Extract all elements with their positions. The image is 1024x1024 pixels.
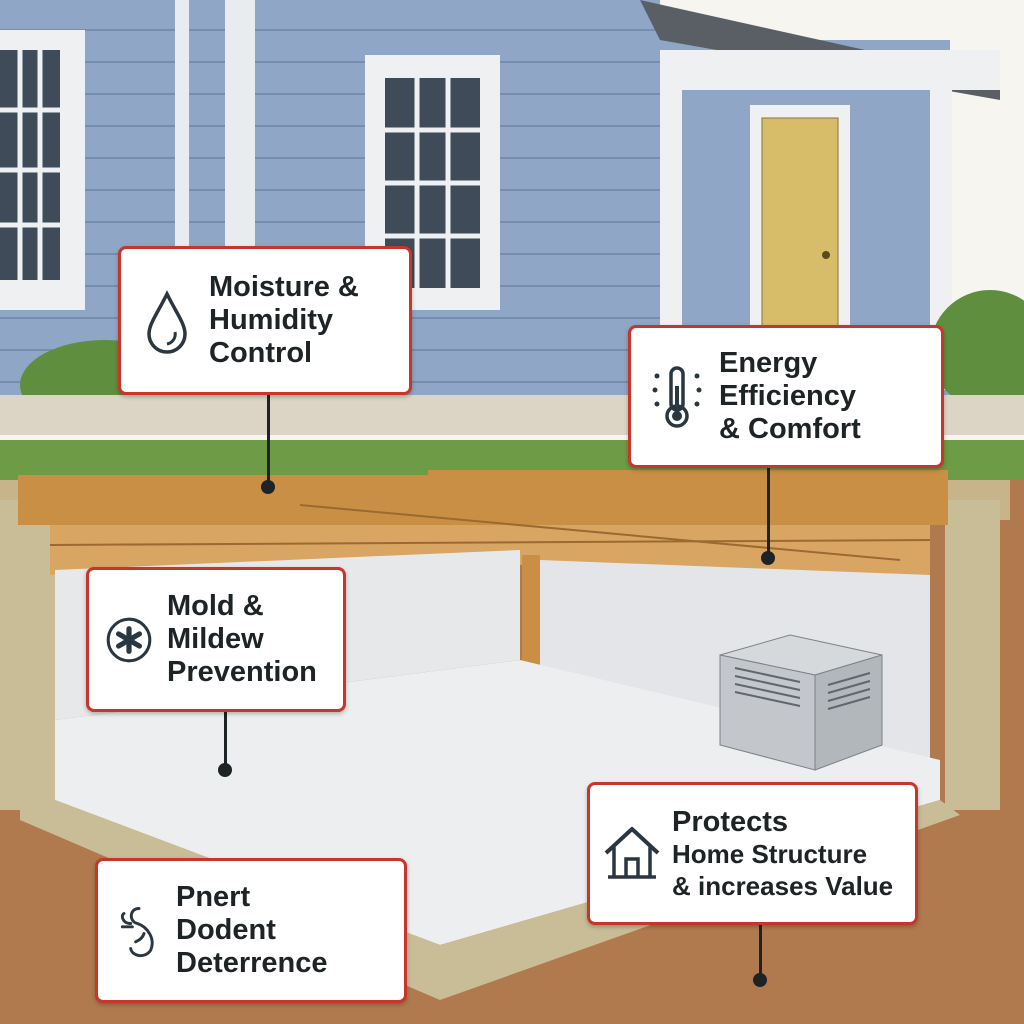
callout-line: Pnert bbox=[176, 881, 251, 913]
callout-line: Protects bbox=[672, 805, 789, 838]
structure-leader-dot bbox=[753, 973, 767, 987]
callout-line: Humidity bbox=[209, 304, 334, 336]
callout-line: Prevention bbox=[167, 656, 317, 688]
house-icon bbox=[604, 826, 660, 879]
thermometer-icon bbox=[652, 365, 702, 428]
callout-line: Home Structure bbox=[672, 838, 868, 869]
moisture-leader-dot bbox=[261, 480, 275, 494]
mold-leader-dot bbox=[218, 763, 232, 777]
callout-line: Energy bbox=[719, 347, 818, 379]
water-drop-icon bbox=[147, 289, 187, 354]
callout-line: Dodent bbox=[176, 914, 276, 946]
callout-line: & increases Value bbox=[672, 870, 894, 901]
callout-line: Efficiency bbox=[719, 380, 856, 412]
rodent-icon bbox=[120, 906, 154, 957]
callout-line: Control bbox=[209, 337, 313, 369]
energy-leader-dot bbox=[761, 551, 775, 565]
mold-spore-icon bbox=[106, 617, 152, 662]
callout-line: Deterrence bbox=[176, 947, 328, 979]
callout-line: & Comfort bbox=[719, 413, 861, 445]
mold-leader-line bbox=[224, 712, 227, 767]
energy-leader-line bbox=[767, 468, 770, 554]
structure-leader-line bbox=[759, 925, 762, 977]
moisture-leader-line bbox=[267, 395, 270, 485]
callout-line: Moisture & bbox=[209, 271, 359, 303]
callout-line: Mildew bbox=[167, 623, 264, 655]
callout-line: Mold & bbox=[167, 590, 264, 622]
